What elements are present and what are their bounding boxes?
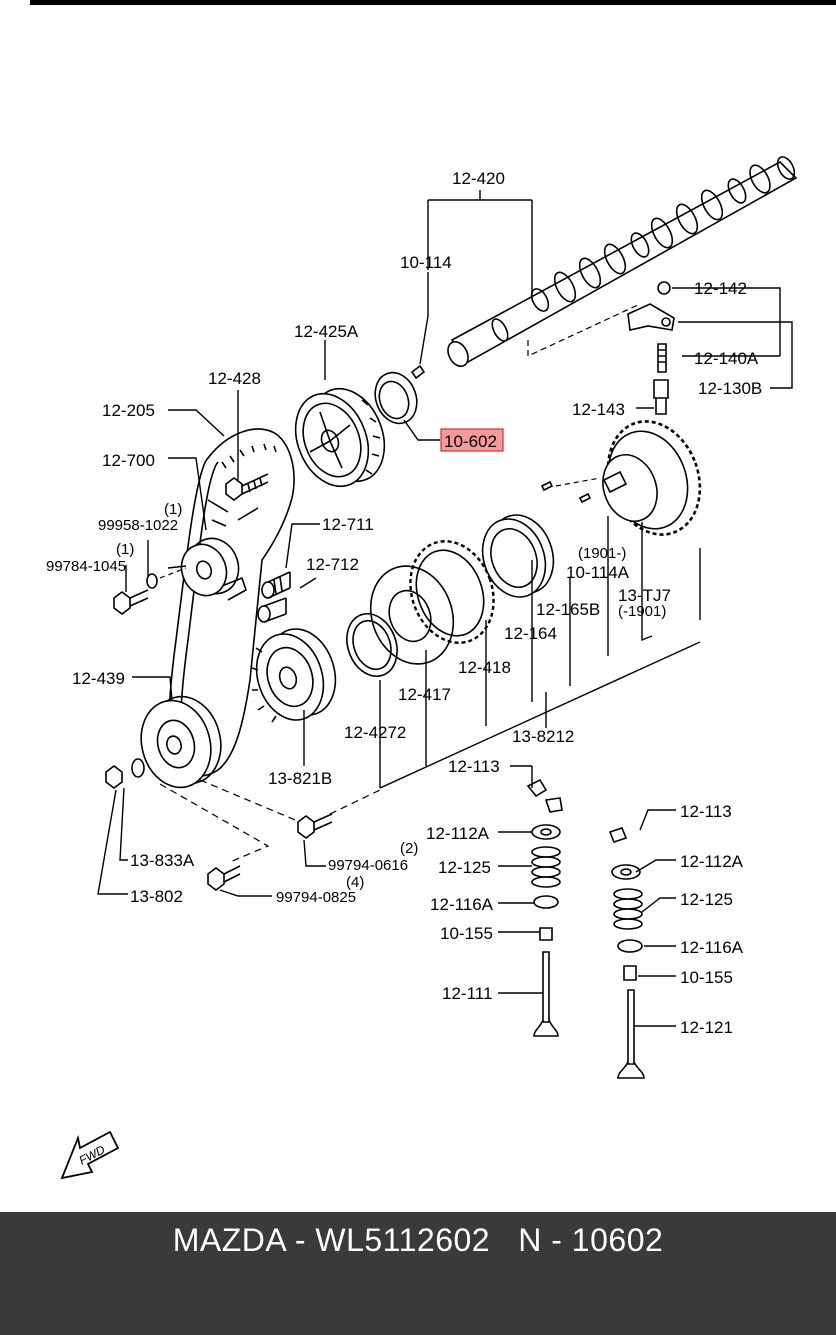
label-qty-1a: (1) [164,501,182,518]
valve-train-left [526,778,563,1037]
label-12-165b: 12-165B [536,600,600,619]
seal-12-4272 [346,613,398,677]
valve-train-right [608,827,645,1079]
key-10-114a [540,480,592,504]
fwd-arrow-icon: FWD [60,1130,120,1180]
bolt-99794-0825 [207,865,241,891]
label-12-143: 12-143 [572,400,625,419]
highlight-box [440,428,504,452]
label-99794-0616: 99794-0616 [328,857,408,874]
label-99958-1022: 99958-1022 [98,517,178,534]
cam-gear [602,420,702,536]
camshaft [447,156,798,368]
parts-diagram: FWD 12-420 10-114 12-142 12-425A 12-140A… [30,0,836,1180]
label-12-4272: 12-4272 [344,723,406,742]
label-12-116a-left: 12-116A [430,895,494,914]
label-12-420: 12-420 [452,169,505,188]
label-12-164: 12-164 [504,624,557,643]
label-12-121: 12-121 [680,1018,733,1037]
label-qty-4: (4) [346,874,364,891]
label-12-142: 12-142 [694,279,747,298]
label-13-833a: 13-833A [130,851,195,870]
label-12-712: 12-712 [306,555,359,574]
label-12-113-left: 12-113 [448,757,500,776]
label-12-700: 12-700 [102,451,155,470]
label-qty-2: (2) [400,840,418,857]
crank-pulley [140,695,222,789]
label-12-425a: 12-425A [294,322,359,341]
label-13-8212: 13-8212 [512,727,574,746]
label-10-602: 10-602 [444,432,497,451]
tensioner [180,507,259,601]
label-10-114a: 10-114A [566,563,630,582]
footer-title: MAZDA - WL5112602 N - 10602 [172,1222,664,1258]
label-12-711: 12-711 [322,515,374,534]
label-1901a: (1901-) [578,545,626,562]
label-10-155-left: 10-155 [440,924,493,943]
label-12-417: 12-417 [398,685,451,704]
bolt-99784 [113,589,149,615]
label-12-112a-left: 12-112A [426,824,490,843]
footer-bar [0,1212,836,1335]
gear-12-418 [409,540,495,644]
label-12-140a: 12-140A [694,349,759,368]
crank-sprocket [251,628,337,723]
nut-12-142 [657,281,671,295]
label-12-418: 12-418 [458,658,511,677]
label-99784-1045: 99784-1045 [46,558,126,575]
crank-bolt [105,758,145,789]
label-10-114: 10-114 [400,253,452,272]
bolt-12-711 [261,571,291,599]
label-99794-0825: 99794-0825 [276,889,356,906]
rocker-arm [627,303,675,331]
label-12-125-left: 12-125 [438,858,491,877]
label-12-205: 12-205 [102,401,155,420]
pivot-12-143 [653,379,669,415]
label-12-439: 12-439 [72,669,125,688]
key-10-114 [410,364,426,380]
bolt-12-428 [225,473,269,501]
bolt-99794-0616 [297,813,333,839]
bolt-12-712 [257,597,287,623]
label-13-tj7: 13-TJ7 [618,586,671,605]
label-12-113-right: 12-113 [680,802,732,821]
label-qty-1b: (1) [116,541,134,558]
washer-99958 [146,573,158,589]
top-border [30,0,836,5]
label-13-821b: 13-821B [268,769,332,788]
screw-12-140a [657,343,667,373]
label-12-116a-right: 12-116A [680,938,744,957]
label-13-802: 13-802 [130,887,183,906]
seal-12-164 [481,514,555,598]
label-12-111: 12-111 [442,984,492,1003]
plate-12-417 [369,565,455,665]
label-12-428: 12-428 [208,369,261,388]
label-12-125-right: 12-125 [680,890,733,909]
label-12-112a-right: 12-112A [680,852,744,871]
label-12-130b: 12-130B [698,379,762,398]
label-1901b: (-1901) [618,603,666,620]
cam-pulley [294,387,386,488]
label-10-155-right: 10-155 [680,968,733,987]
